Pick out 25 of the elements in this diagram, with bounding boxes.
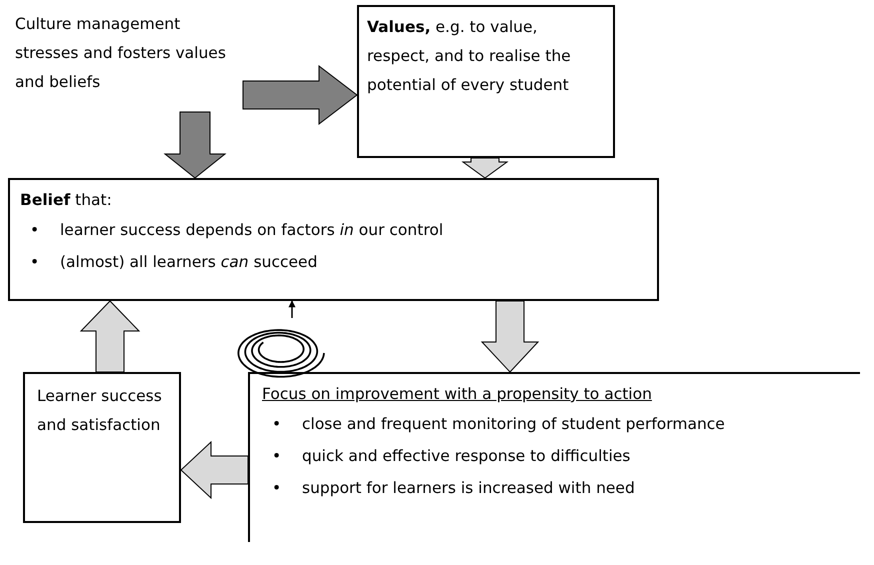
text-box (357, 5, 615, 158)
text-box (23, 372, 181, 523)
box-text: Learner success and satisfaction (37, 386, 163, 436)
bullet-item: quick and effective response to difficulties (302, 446, 630, 467)
bullet-marker: • (272, 478, 282, 499)
block-arrow (80, 300, 140, 372)
box-text: Values, e.g. to value, respect, and to realise the potential of every student (367, 17, 572, 96)
bullet-marker: • (272, 446, 282, 467)
arrow (288, 300, 296, 318)
bullet-item: close and frequent monitoring of student performance (302, 414, 725, 435)
bullet-item: (almost) all learners can succeed (60, 252, 318, 273)
block-arrow (180, 440, 248, 500)
bullet-item: learner success depends on factors in our control (60, 220, 444, 241)
heading-text: Belief that: (20, 190, 112, 211)
block-arrow (480, 300, 540, 373)
note-text: Culture management stresses and fosters values and beliefs (15, 10, 243, 112)
text-box (8, 178, 659, 301)
bullet-marker: • (272, 414, 282, 435)
bullet-marker: • (30, 220, 40, 241)
block-arrow (242, 64, 358, 126)
bullet-marker: • (30, 252, 40, 273)
bullet-item: support for learners is increased with need (302, 478, 635, 499)
heading-text: Focus on improvement with a propensity to action (262, 384, 652, 405)
block-arrow (461, 158, 509, 179)
block-arrow (164, 112, 226, 179)
